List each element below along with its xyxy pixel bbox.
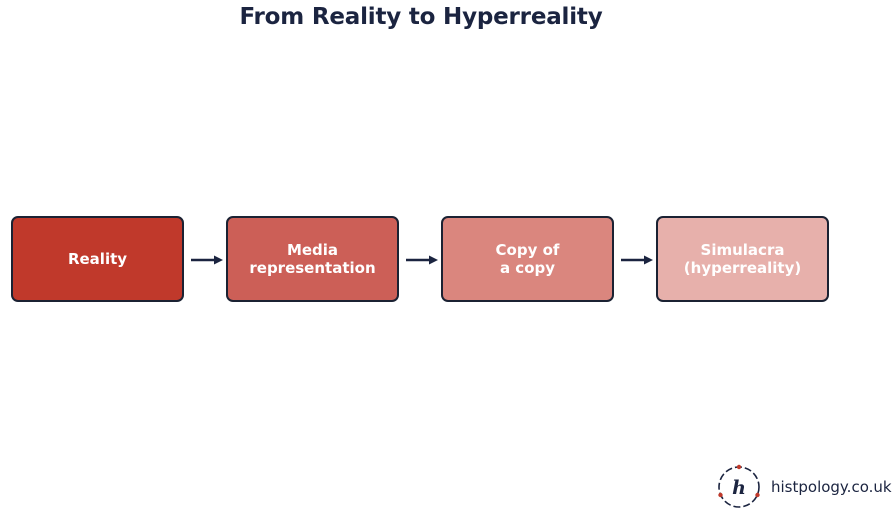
step-label-copy-of-a-copy: Copy of a copy [495,241,560,277]
brand-footer: h histpology.co.uk [716,464,892,509]
arrow-icon [191,255,223,265]
diagram-title: From Reality to Hyperreality [239,4,603,30]
logo-letter: h [732,477,746,499]
histpology-logo-icon: h [718,464,760,508]
step-box-reality: Reality [11,216,184,302]
step-label-reality: Reality [67,250,128,268]
step-box-simulacra: Simulacra (hyperreality) [656,216,829,302]
arrow-icon [406,255,438,265]
step-box-media-representation: Media representation [226,216,399,302]
step-label-simulacra: Simulacra (hyperreality) [683,241,802,277]
step-label-media-representation: Media representation [249,241,376,277]
step-box-copy-of-a-copy: Copy of a copy [441,216,614,302]
site-name: histpology.co.uk [771,478,892,496]
arrow-icon [621,255,653,265]
